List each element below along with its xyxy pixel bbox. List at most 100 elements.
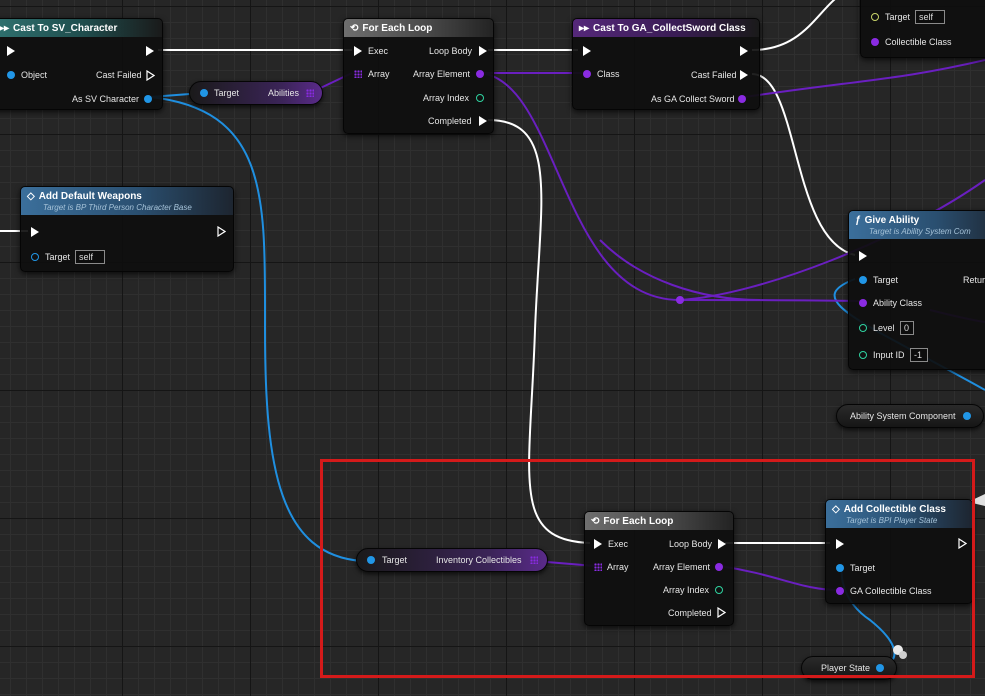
exec-out-pin[interactable] (146, 46, 154, 56)
add-collectible-class-node-top[interactable]: Target self Collectible Class (860, 0, 985, 58)
array-label: Array (607, 562, 629, 572)
node-header[interactable]: ⟲ For Each Loop (344, 19, 493, 37)
node-header[interactable]: ƒ Give Ability Target is Ability System … (849, 211, 985, 239)
object-label: Object (21, 70, 48, 80)
loop-body-label: Loop Body (669, 539, 713, 549)
input-id-field[interactable]: -1 (910, 348, 928, 362)
ability-system-component-label: Ability System Component (850, 411, 956, 421)
as-sv-character-pin[interactable] (144, 95, 152, 103)
player-state-pin[interactable] (876, 664, 884, 672)
exec-in-pin[interactable] (836, 539, 844, 549)
collectible-class-pin[interactable] (871, 38, 879, 46)
ga-collectible-class-label: GA Collectible Class (850, 586, 932, 596)
array-index-pin[interactable] (715, 586, 723, 594)
target-pin[interactable] (836, 564, 844, 572)
target-pin[interactable] (200, 89, 208, 97)
for-each-loop-node[interactable]: ⟲ For Each Loop Exec Loop Body Array Arr… (343, 18, 494, 134)
node-title: Add Collectible Class (843, 503, 946, 515)
completed-label: Completed (428, 116, 472, 126)
exec-in-pin[interactable] (583, 46, 591, 56)
target-self-field[interactable]: self (75, 250, 105, 264)
function-icon: ƒ (855, 214, 861, 226)
node-title: Add Default Weapons (38, 190, 142, 202)
exec-in-pin[interactable] (594, 539, 602, 549)
array-element-pin[interactable] (715, 563, 723, 571)
ga-collectible-class-pin[interactable] (836, 587, 844, 595)
class-pin[interactable] (583, 70, 591, 78)
array-index-label: Array Index (663, 585, 710, 595)
cast-to-sv-character-node[interactable]: ▸▸ Cast To SV_Character Object Cast Fail… (0, 18, 163, 110)
target-label: Target (885, 12, 911, 22)
cast-arrows-icon: ▸▸ (579, 22, 590, 34)
target-pin[interactable] (871, 13, 879, 21)
target-label: Target (382, 555, 408, 565)
input-id-pin[interactable] (859, 351, 867, 359)
target-pin[interactable] (31, 253, 39, 261)
level-field[interactable]: 0 (900, 321, 914, 335)
exec-out-pin[interactable] (740, 46, 748, 56)
loop-icon: ⟲ (591, 515, 600, 527)
return-label: Retur (963, 275, 985, 285)
add-default-weapons-node[interactable]: ◇ Add Default Weapons Target is BP Third… (20, 186, 234, 272)
abilities-array-pin[interactable] (306, 89, 314, 97)
loop-body-pin[interactable] (718, 539, 726, 549)
array-index-pin[interactable] (476, 94, 484, 102)
exec-out-pin[interactable] (217, 226, 226, 237)
node-subtitle: Target is Ability System Com (869, 226, 971, 236)
give-ability-node[interactable]: ƒ Give Ability Target is Ability System … (848, 210, 985, 370)
abilities-label: Abilities (268, 88, 300, 98)
array-element-label: Array Element (413, 69, 471, 79)
completed-pin[interactable] (479, 116, 487, 126)
completed-label: Completed (668, 608, 712, 618)
exec-out-pin[interactable] (958, 538, 967, 549)
ability-system-component-pin[interactable] (963, 412, 971, 420)
node-header[interactable]: ▸▸ Cast To GA_CollectSword Class (573, 19, 759, 37)
highlight-box (320, 459, 975, 678)
exec-in-pin[interactable] (354, 46, 362, 56)
target-label: Target (45, 252, 71, 262)
inventory-array-pin[interactable] (530, 556, 538, 564)
node-header[interactable]: ◇ Add Collectible Class Target is BPI Pl… (826, 500, 972, 528)
as-sv-character-label: As SV Character (72, 94, 140, 104)
target-pin[interactable] (367, 556, 375, 564)
cast-failed-pin[interactable] (146, 70, 155, 81)
target-pin[interactable] (859, 276, 867, 284)
exec-in-pin[interactable] (859, 251, 867, 261)
abilities-getter-node[interactable]: Target Abilities (189, 81, 323, 105)
node-header[interactable]: ⟲ For Each Loop (585, 512, 733, 530)
inventory-collectibles-label: Inventory Collectibles (436, 555, 522, 565)
add-collectible-class-node[interactable]: ◇ Add Collectible Class Target is BPI Pl… (825, 499, 973, 604)
ability-system-component-getter[interactable]: Ability System Component (836, 404, 984, 428)
object-pin[interactable] (7, 71, 15, 79)
collectible-class-label: Collectible Class (885, 37, 952, 47)
array-pin[interactable] (594, 563, 602, 571)
level-label: Level (873, 323, 895, 333)
for-each-loop-node-2[interactable]: ⟲ For Each Loop Exec Loop Body Array Arr… (584, 511, 734, 626)
ability-class-pin[interactable] (859, 299, 867, 307)
interface-diamond-icon: ◇ (27, 190, 35, 202)
loop-icon: ⟲ (350, 22, 359, 34)
node-header[interactable]: ▸▸ Cast To SV_Character (0, 19, 162, 37)
node-title: Give Ability (864, 214, 920, 226)
exec-in-pin[interactable] (31, 227, 39, 237)
inventory-collectibles-getter[interactable]: Target Inventory Collectibles (356, 548, 548, 572)
loop-body-pin[interactable] (479, 46, 487, 56)
array-element-pin[interactable] (476, 70, 484, 78)
cast-failed-pin[interactable] (740, 70, 748, 80)
node-title: For Each Loop (603, 515, 674, 527)
exec-in-pin[interactable] (7, 46, 15, 56)
node-header[interactable]: ◇ Add Default Weapons Target is BP Third… (21, 187, 233, 215)
array-pin[interactable] (354, 70, 362, 78)
loop-body-label: Loop Body (429, 46, 473, 56)
node-title: For Each Loop (362, 22, 433, 34)
cast-to-ga-collectsword-class-node[interactable]: ▸▸ Cast To GA_CollectSword Class Class C… (572, 18, 760, 110)
completed-pin[interactable] (717, 607, 726, 618)
ability-class-label: Ability Class (873, 298, 923, 308)
cast-failed-label: Cast Failed (96, 70, 142, 80)
level-pin[interactable] (859, 324, 867, 332)
node-title: Cast To SV_Character (13, 22, 118, 34)
as-ga-collect-sword-pin[interactable] (738, 95, 746, 103)
node-subtitle: Target is BP Third Person Character Base (43, 202, 192, 212)
target-self-field[interactable]: self (915, 10, 945, 24)
